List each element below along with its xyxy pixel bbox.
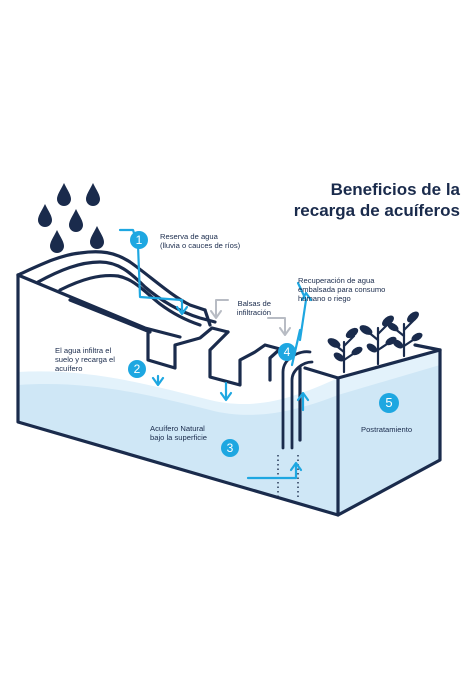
step-5-label: Postratamiento — [361, 425, 413, 434]
step-1-label: Reserva de agua (lluvia o cauces de ríos… — [160, 232, 241, 250]
raindrop-icon — [38, 204, 52, 227]
up-arrow-icon — [300, 291, 313, 302]
step-4-label: Recuperación de agua embalsada para cons… — [298, 276, 386, 303]
down-arrow-icon — [219, 391, 233, 402]
up-arrow-icon — [296, 391, 310, 402]
step-5-badge: 5 — [379, 393, 399, 413]
step-3-label: Acuífero Natural bajo la superficie — [150, 424, 207, 442]
infiltration-ponds-label: Balsas de infiltración — [236, 299, 271, 317]
step-2-label: El agua infiltra el suelo y recarga el a… — [55, 346, 115, 373]
raindrop-icon — [50, 230, 64, 253]
step-1-badge: 1 — [130, 231, 148, 249]
infiltration-arrows — [210, 299, 291, 336]
diagram-title-line-2: recarga de acuíferos — [293, 201, 460, 220]
step-2-badge: 2 — [128, 360, 146, 378]
terrain-block — [16, 250, 442, 517]
down-arrow-icon — [175, 305, 189, 316]
water-flow-arrows — [118, 228, 313, 480]
step-4-badge: 4 — [278, 343, 296, 361]
step-3-badge: 3 — [221, 439, 239, 457]
raindrop-icon — [90, 226, 104, 249]
raindrop-icon — [69, 209, 83, 232]
up-arrow-icon — [289, 461, 303, 472]
raindrop-icon — [57, 183, 71, 206]
diagram-title-line-1: Beneficios de la — [330, 180, 460, 199]
raindrop-icon — [86, 183, 100, 206]
down-arrow-icon — [151, 376, 165, 387]
raindrops — [38, 183, 104, 253]
